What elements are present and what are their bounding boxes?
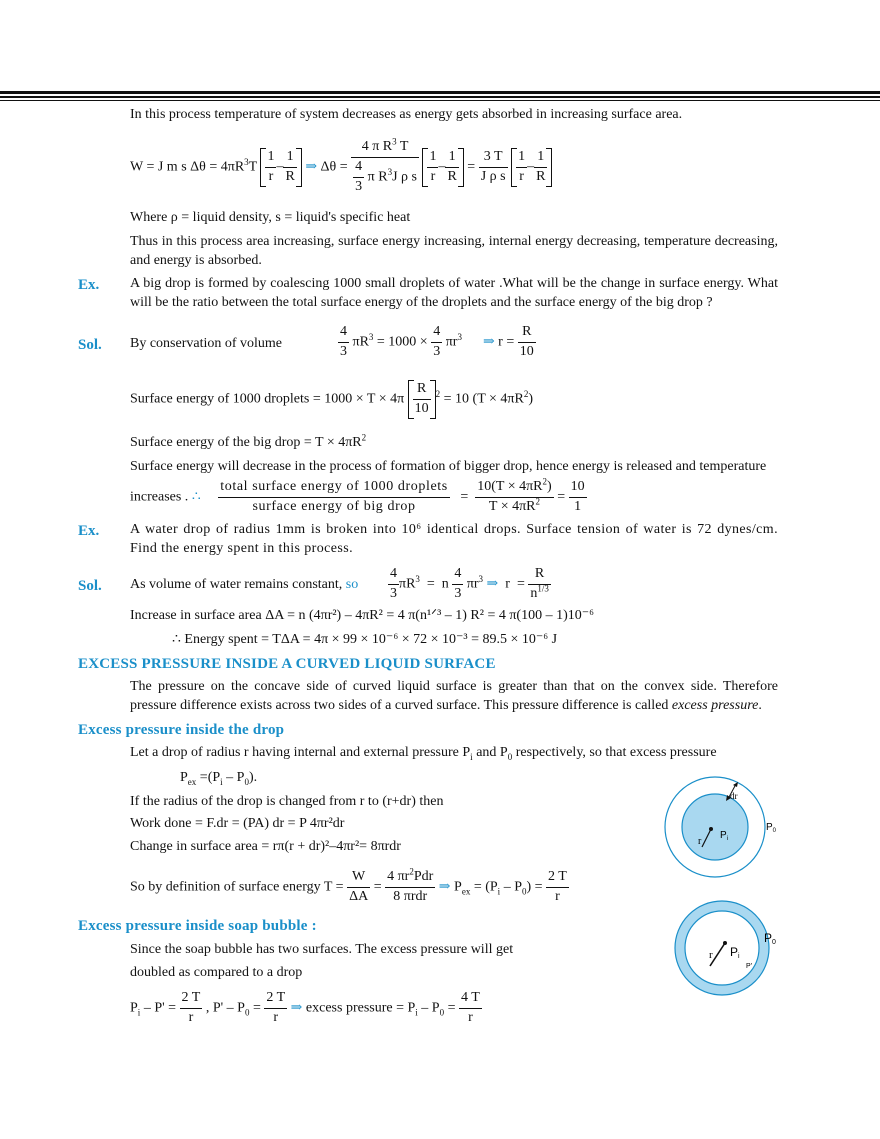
drop-p0-label: P0	[766, 822, 777, 834]
example-1-text: A big drop is formed by coalescing 1000 …	[130, 276, 778, 310]
heading-drop: Excess pressure inside the drop	[78, 722, 285, 738]
energy-spent-line: ∴ Energy spent = TΔA = 4π × 99 × 10⁻⁶ × …	[172, 632, 558, 647]
heading-excess-pressure: EXCESS PRESSURE INSIDE A CURVED LIQUID S…	[78, 656, 496, 672]
sol2-text: As volume of water remains constant, so	[130, 577, 359, 592]
bubble-radius-line	[709, 942, 726, 967]
bubble-r-label: r	[709, 949, 713, 961]
bubble-diagram: r Pi P' P0	[674, 900, 776, 996]
surface-energy-big: Surface energy of the big drop = T × 4πR…	[130, 432, 367, 450]
excess-paragraph: The pressure on the concave side of curv…	[130, 679, 778, 713]
solution-2-label: Sol.	[78, 578, 102, 594]
se-droplets-text: Surface energy of 1000 droplets = 1000 ×…	[130, 391, 405, 407]
dr-arrow	[727, 783, 737, 800]
drop-center-dot	[709, 827, 713, 831]
pex-equation: Pex =(Pi – P0).	[180, 770, 258, 787]
bubble-p1: Since the soap bubble has two surfaces. …	[130, 942, 514, 957]
drop-pi-label: Pi	[720, 830, 728, 842]
bubble-p2: doubled as compared to a drop	[130, 965, 303, 980]
thus-paragraph: Thus in this process area increasing, su…	[130, 234, 778, 268]
drop-diagram: dr r Pi P0	[664, 776, 777, 878]
drop-radius-line	[701, 828, 712, 848]
heading-bubble: Excess pressure inside soap bubble :	[78, 918, 317, 934]
drop-r-label: r	[698, 836, 702, 847]
drop-p1: Let a drop of radius r having internal a…	[130, 745, 717, 762]
dr-label: dr	[730, 791, 738, 801]
header-rules	[0, 91, 880, 101]
bubble-pi-label: Pi	[730, 945, 740, 960]
where-line: Where ρ = liquid density, s = liquid's s…	[130, 210, 411, 225]
se-decrease-text: Surface energy will decrease in the proc…	[130, 459, 767, 474]
work-done-line: Work done = F.dr = (PA) dr = P 4πr²dr	[130, 816, 345, 831]
change-area-line: Change in surface area = rπ(r + dr)²–4πr…	[130, 839, 401, 854]
example-1-label: Ex.	[78, 277, 100, 293]
radius-change-line: If the radius of the drop is changed fro…	[130, 794, 444, 809]
surface-energy-def-equation: So by definition of surface energy T = W…	[130, 866, 569, 904]
bubble-p0-label: P0	[764, 931, 776, 946]
ratio-equation: increases . ∴ total surface energy of 10…	[130, 476, 587, 514]
surface-energy-droplets: Surface energy of 1000 droplets = 1000 ×…	[130, 380, 533, 419]
solution-1-label: Sol.	[78, 337, 102, 353]
drop-inner-circle	[681, 793, 749, 861]
sol1-text: By conservation of volume	[130, 336, 283, 351]
increase-area-line: Increase in surface area ΔA = n (4πr²) –…	[130, 608, 595, 623]
example-2-text: A water drop of radius 1mm is broken int…	[130, 522, 778, 556]
intro-paragraph: In this process temperature of system de…	[130, 107, 683, 122]
bubble-center-dot	[723, 941, 727, 945]
example-2-label: Ex.	[78, 523, 100, 539]
bubble-pprime-label: P'	[746, 963, 752, 970]
